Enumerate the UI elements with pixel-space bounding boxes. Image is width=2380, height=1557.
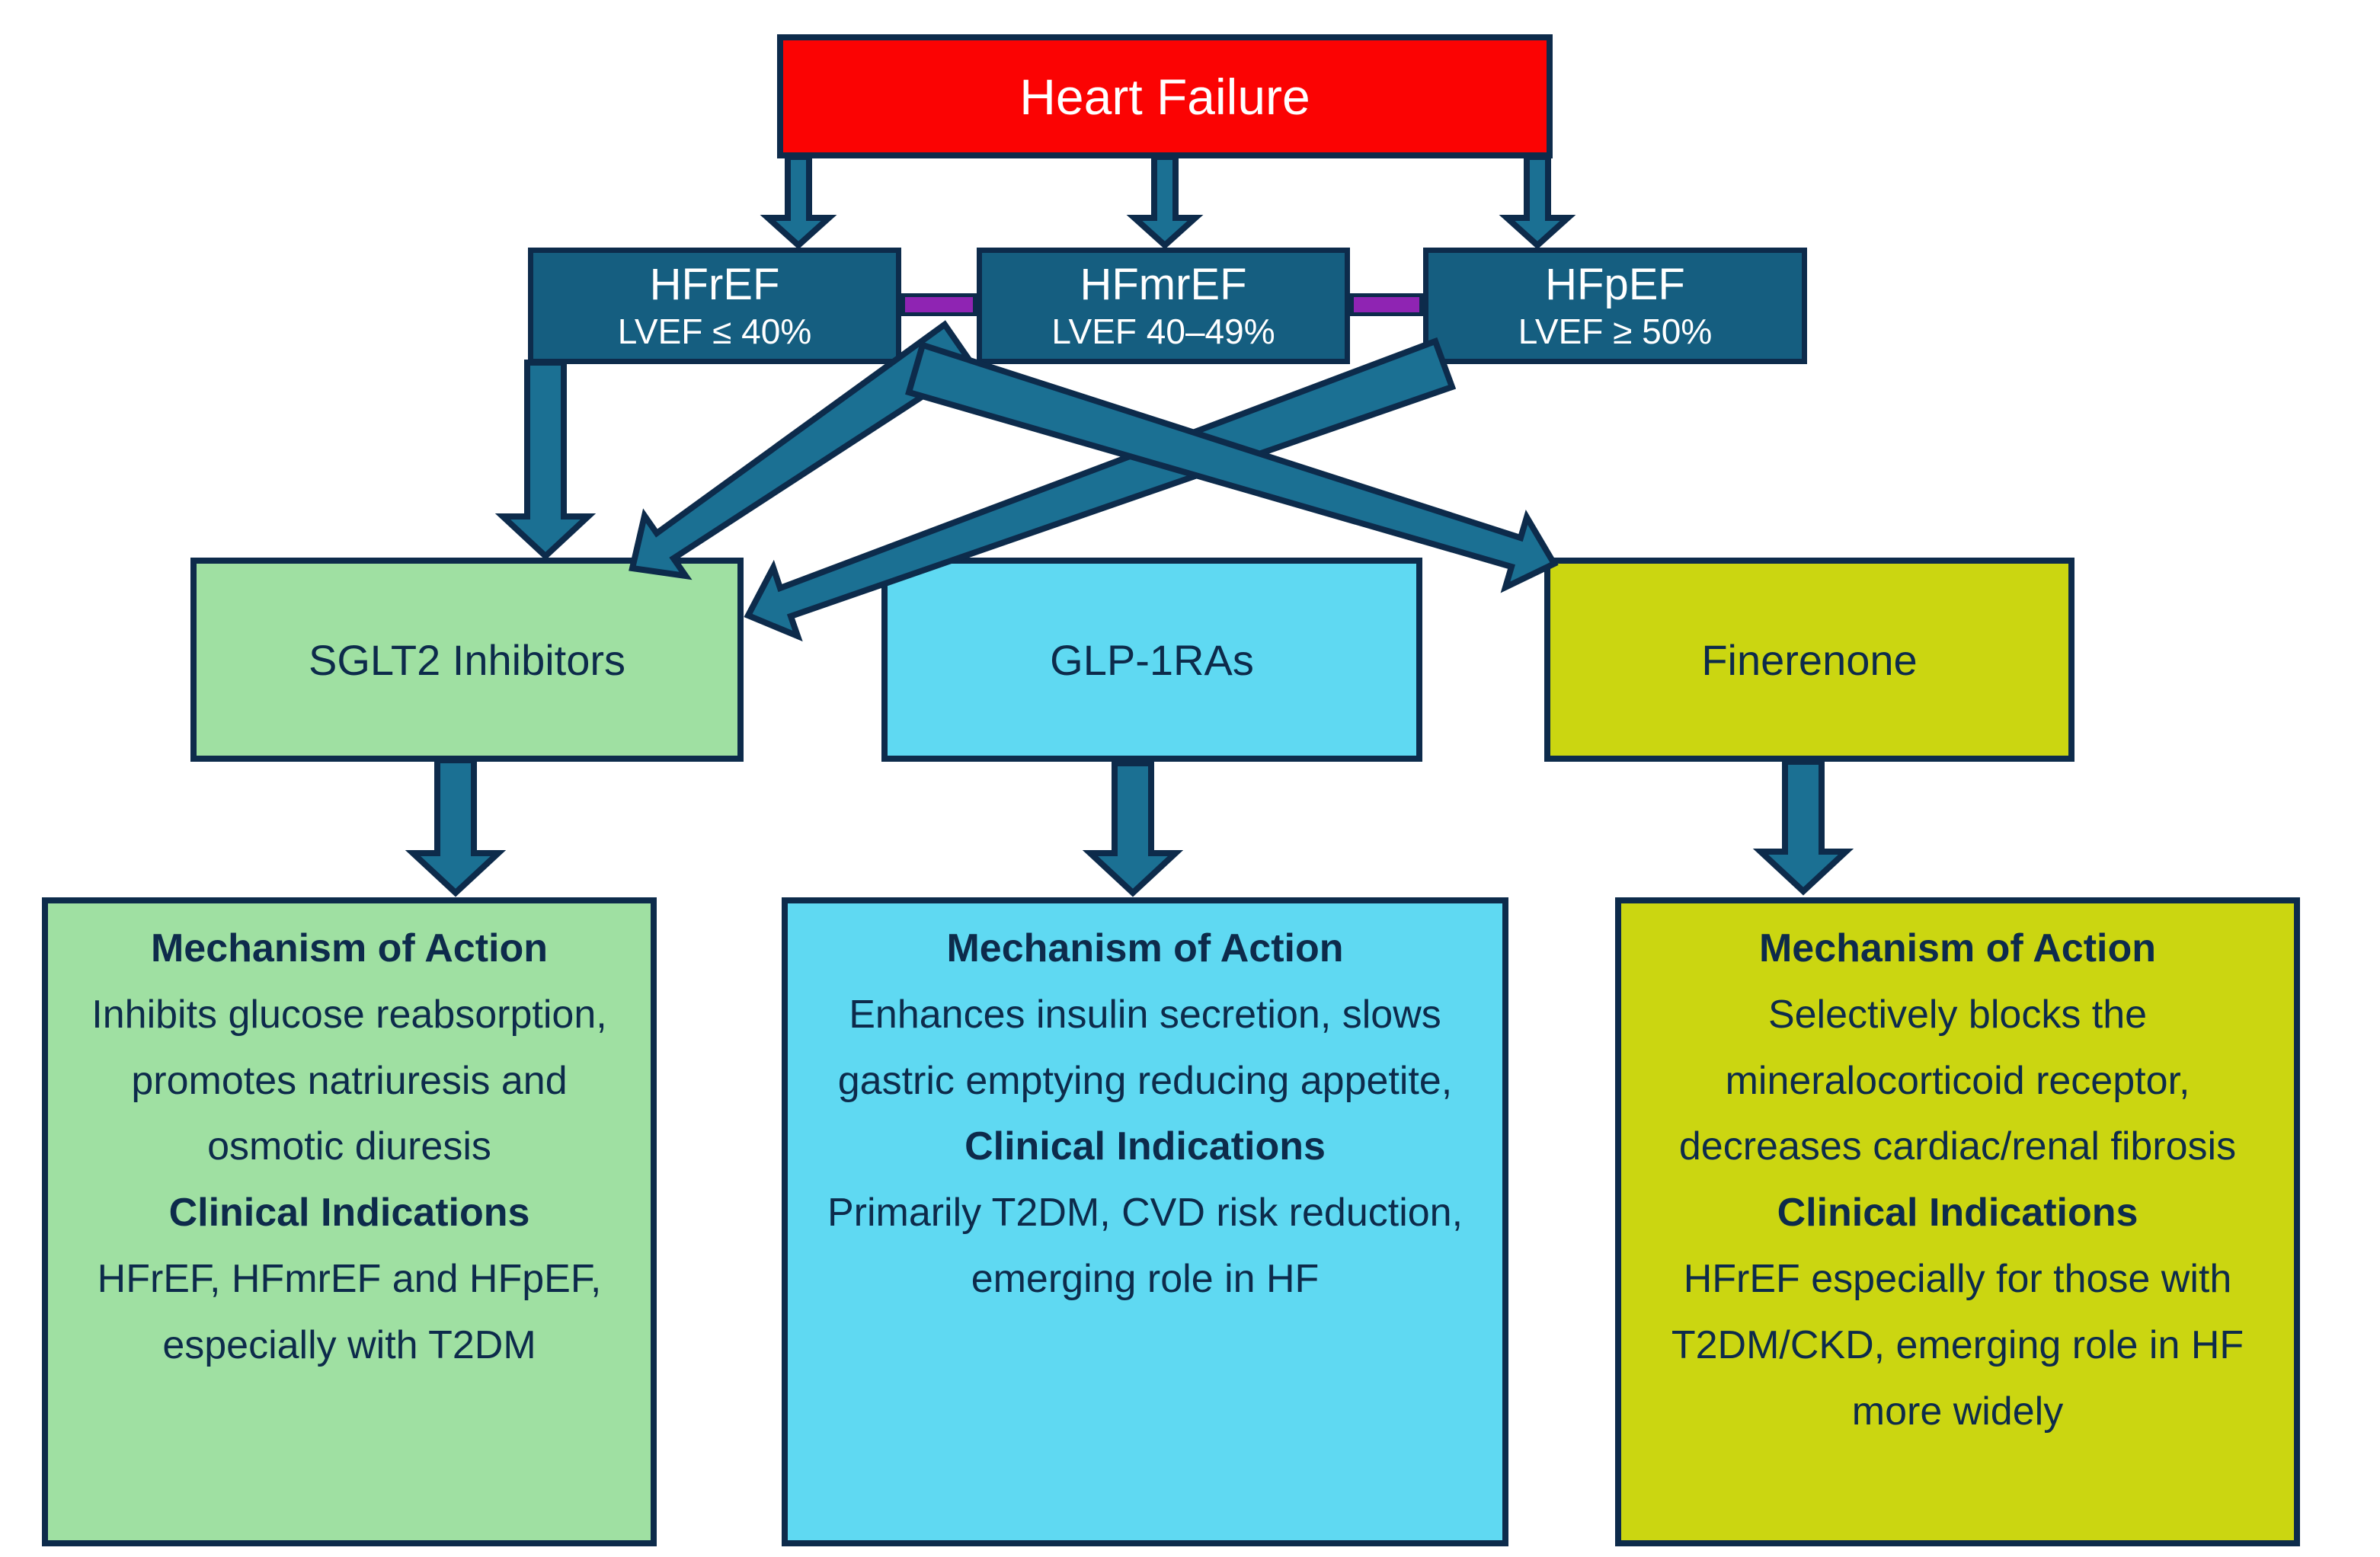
hfmref-criteria: LVEF 40–49% [1051,311,1275,351]
detail-body: HFrEF especially for those with T2DM/CKD… [1671,1257,2244,1434]
hfref-label: HFrEF [649,259,780,309]
detail-body: HFrEF, HFmrEF and HFpEF, especially with… [97,1257,602,1367]
connector-hfref-hfmref [901,293,977,316]
hfref-box: HFrEF LVEF ≤ 40% [528,248,901,364]
arrow-hfref-to-finerenone [905,340,1559,593]
arrow-glp1-to-detail [1082,760,1184,897]
detail-body: Primarily T2DM, CVD risk reduction, emer… [827,1191,1464,1302]
glp1-label: GLP-1RAs [1050,635,1254,684]
glp1-detail-text: Mechanism of Action Enhances insulin sec… [803,916,1487,1312]
arrow-heartfailure-to-hfmref [1126,154,1204,250]
arrow-sglt2-to-detail [405,757,507,897]
hfmref-label: HFmrEF [1080,259,1247,309]
arrow-hfref-to-sglt2 [494,360,597,561]
detail-heading: Mechanism of Action [150,926,548,970]
sglt2-label: SGLT2 Inhibitors [308,635,626,684]
hfpef-criteria: LVEF ≥ 50% [1518,311,1713,351]
finerenone-label: Finerenone [1701,635,1918,684]
hfpef-label: HFpEF [1545,259,1685,309]
hfref-criteria: LVEF ≤ 40% [617,311,812,351]
detail-heading: Mechanism of Action [1758,926,2156,970]
hfpef-box: HFpEF LVEF ≥ 50% [1423,248,1807,364]
glp1-detail-box: Mechanism of Action Enhances insulin sec… [782,897,1508,1546]
hfmref-box: HFmrEF LVEF 40–49% [977,248,1350,364]
arrow-heartfailure-to-hfref [760,154,837,250]
detail-body: Enhances insulin secretion, slows gastri… [837,992,1453,1103]
finerenone-detail-box: Mechanism of Action Selectively blocks t… [1615,897,2300,1546]
connector-hfmref-hfpef [1350,293,1423,316]
detail-heading: Clinical Indications [1777,1191,2138,1236]
detail-heading: Clinical Indications [168,1191,530,1236]
detail-body: Inhibits glucose reabsorption, promotes … [91,992,607,1169]
detail-heading: Mechanism of Action [946,926,1344,970]
arrow-heartfailure-to-hfpef [1499,154,1576,250]
glp1-box: GLP-1RAs [881,558,1422,762]
finerenone-box: Finerenone [1544,558,2075,762]
heart-failure-box: Heart Failure [777,34,1553,158]
sglt2-detail-text: Mechanism of Action Inhibits glucose rea… [63,916,635,1379]
arrow-finerenone-to-detail [1752,759,1854,896]
heart-failure-label: Heart Failure [1019,68,1310,125]
sglt2-box: SGLT2 Inhibitors [190,558,744,762]
detail-heading: Clinical Indications [964,1124,1326,1169]
finerenone-detail-text: Mechanism of Action Selectively blocks t… [1636,916,2279,1445]
sglt2-detail-box: Mechanism of Action Inhibits glucose rea… [42,897,657,1546]
detail-body: Selectively blocks the mineralocorticoid… [1678,992,2237,1169]
